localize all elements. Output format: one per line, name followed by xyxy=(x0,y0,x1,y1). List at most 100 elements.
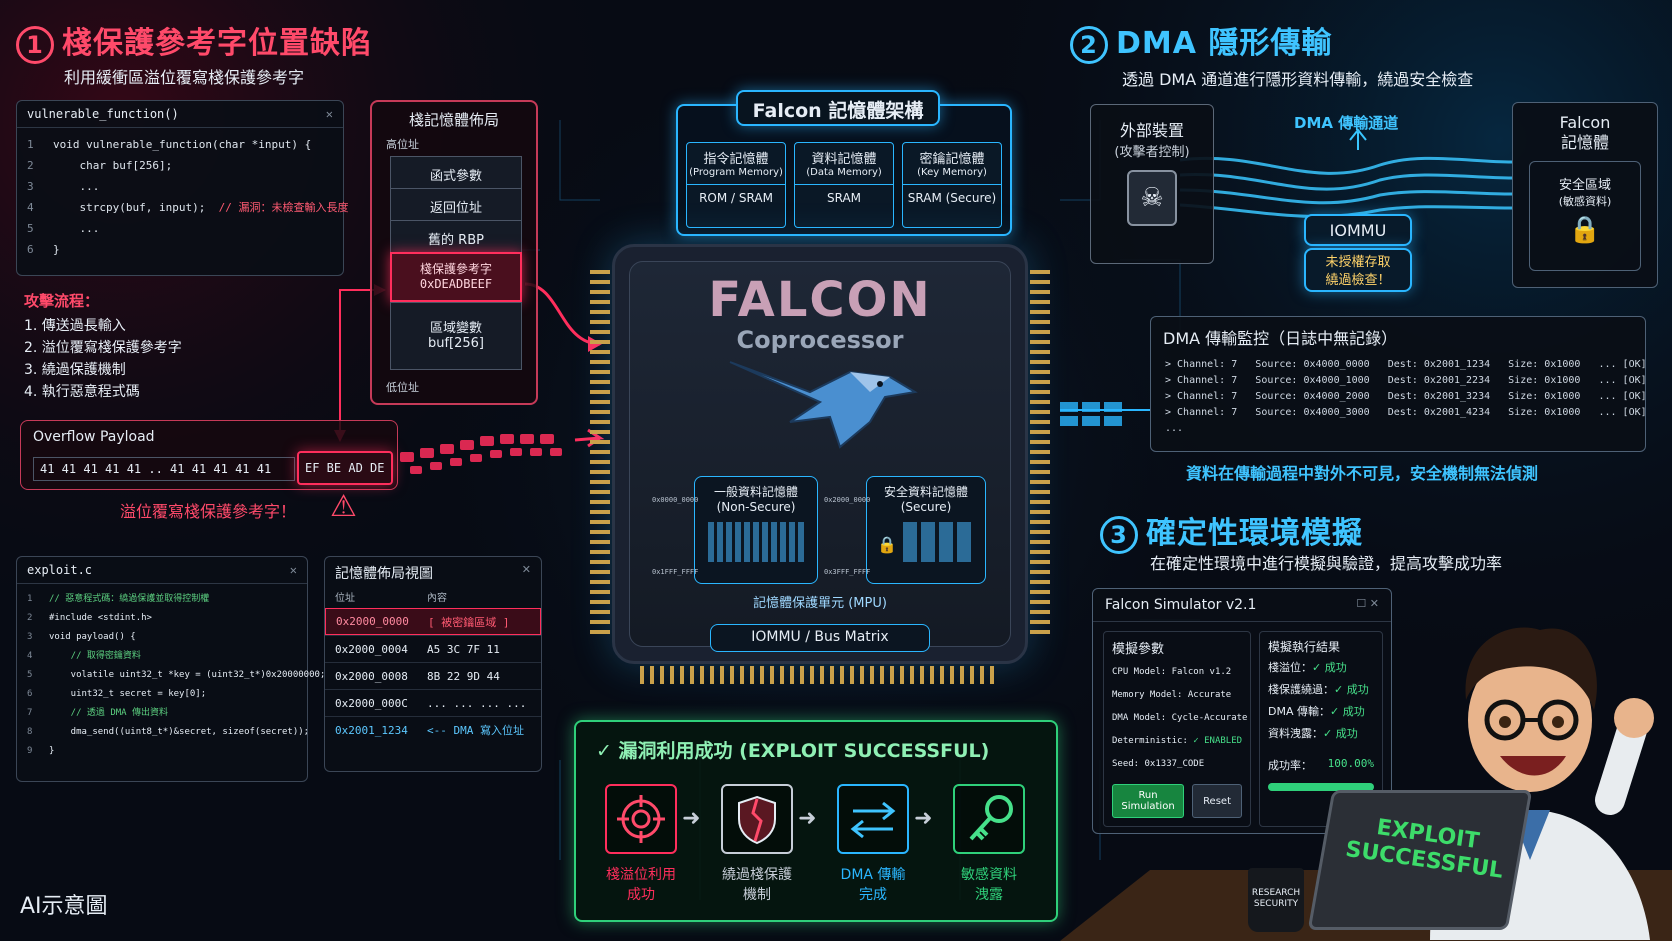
line-number: 4 xyxy=(27,201,34,214)
exploit-line: 5 volatile uint32_t *key = (uint32_t*)0x… xyxy=(27,666,325,685)
param-key: CPU Model: xyxy=(1112,667,1167,677)
dma-log-line: > Channel: 7 Source: 0x4000_3000 Dest: 0… xyxy=(1165,407,1647,418)
reset-button[interactable]: Reset xyxy=(1192,784,1242,818)
external-device-sub: (攻擊者控制) xyxy=(1114,145,1190,160)
code-text: } xyxy=(49,746,55,756)
section2-subtitle: 透過 DMA 通道進行隱形資料傳輸，繞過安全檢查 xyxy=(1122,70,1474,89)
section1-title-text: 棧保護參考字位置缺陷 xyxy=(62,26,372,61)
close-icon[interactable]: ☐ ✕ xyxy=(1356,597,1379,610)
result-key: DMA 傳輸： xyxy=(1268,705,1330,718)
line-number: 3 xyxy=(27,632,33,642)
chip-pins-right xyxy=(1030,270,1050,640)
rate-bar-fill xyxy=(1268,783,1374,791)
result-value: ✓ 成功 xyxy=(1312,661,1347,674)
memory-row: 0x2000_0004 A5 3C 7F 11 xyxy=(325,635,541,662)
param-row: Seed: 0x1337_CODE xyxy=(1112,753,1242,776)
close-icon[interactable]: ✕ xyxy=(289,563,297,577)
param-value: ✓ ENABLED xyxy=(1193,736,1243,746)
memory-type-kind: ROM / SRAM xyxy=(687,184,785,205)
code-text: volatile uint32_t *key = (uint32_t*)0x20… xyxy=(49,670,326,680)
line-number: 6 xyxy=(27,243,34,256)
close-icon[interactable]: ✕ xyxy=(521,563,531,576)
memory-address: 0x2000_0004 xyxy=(335,642,408,656)
iommu-warning: 未授權存取 繞過檢查！ xyxy=(1304,248,1412,292)
memory-view-title: 記憶體佈局視圖 xyxy=(335,566,433,582)
chip-pins-left xyxy=(590,270,610,640)
line-number: 1 xyxy=(27,138,34,151)
arrow-right-icon: ➜ xyxy=(914,806,933,831)
iommu-warn-line2: 繞過檢查！ xyxy=(1325,273,1391,288)
arrow-right-icon: ➜ xyxy=(682,806,701,831)
memory-type-card: 指令記憶體(Program Memory)ROM / SRAM xyxy=(686,142,786,228)
memory-view-window: 記憶體佈局視圖 ✕ 位址 內容 0x2000_0000[ 被密鑰區域 ]0x20… xyxy=(324,556,542,772)
param-value: Accurate xyxy=(1187,690,1232,700)
exploit-step-label1: 棧溢位利用 xyxy=(606,867,676,883)
mug: RESEARCH SECURITY xyxy=(1248,868,1304,932)
chip-name: FALCON xyxy=(708,272,932,328)
warning-icon: ⚠ xyxy=(330,489,357,524)
addr-c: 0x2000_0000 xyxy=(824,496,871,504)
memory-row: 0x2000_0000 [ 被密鑰區域 ] xyxy=(325,608,541,635)
canary-cell: 棧保護參考字 0xDEADBEEF xyxy=(390,252,522,302)
memory-row: 0x2001_1234<-- DMA 寫入位址 xyxy=(325,716,541,743)
exploit-step: 繞過棧保護機制 xyxy=(712,784,802,904)
dma-log-panel: DMA 傳輸監控（日誌中無記錄） > Channel: 7 Source: 0x… xyxy=(1150,316,1647,452)
external-device: 外部裝置 (攻擊者控制) ☠ xyxy=(1090,104,1214,264)
memory-address: 0x2000_000C xyxy=(335,696,408,710)
payload-warning: 溢位覆寫棧保護參考字！ xyxy=(120,502,297,521)
section3-subtitle: 在確定性環境中進行模擬與驗證，提高攻擊成功率 xyxy=(1150,554,1503,573)
section3-number: 3 xyxy=(1100,515,1138,554)
stack-low-label: 低位址 xyxy=(386,381,419,394)
falcon-mem-line2: 記憶體 xyxy=(1560,133,1609,152)
stack-layout-panel: 棧記憶體佈局 高位址 函式參數返回位址舊的 RBP 棧保護參考字 0xDEADB… xyxy=(370,100,538,405)
memory-address: 0x2000_0000 xyxy=(336,615,409,628)
line-number: 5 xyxy=(27,222,34,235)
memory-type-sub: (Key Memory) xyxy=(917,167,987,178)
falcon-arch-title: Falcon 記憶體架構 xyxy=(736,90,940,126)
memory-address: 0x2001_1234 xyxy=(335,723,408,737)
code-line: 6} xyxy=(27,239,333,260)
memory-address: 0x2000_0008 xyxy=(335,669,408,683)
code-text: uint32_t secret = key[0]; xyxy=(49,689,207,699)
external-device-title: 外部裝置 xyxy=(1119,121,1184,140)
memory-value: [ 被密鑰區域 ] xyxy=(428,615,510,629)
code-text: #include <stdint.h> xyxy=(49,613,152,623)
memview-col-content: 內容 xyxy=(427,593,447,604)
canary-label: 棧保護參考字 xyxy=(419,262,492,276)
lock-icon: 🔒 xyxy=(877,535,897,554)
code-line: 3 ... xyxy=(27,176,333,197)
chip-subtitle: Coprocessor xyxy=(736,326,904,354)
target-icon xyxy=(605,784,677,854)
close-icon[interactable]: ✕ xyxy=(325,107,333,121)
result-row: 資料洩露：✓ 成功 xyxy=(1268,723,1374,745)
result-value: ✓ 成功 xyxy=(1334,683,1369,696)
result-row: 棧保護繞過：✓ 成功 xyxy=(1268,679,1374,701)
param-row: DMA Model: Cycle-Accurate xyxy=(1112,707,1247,730)
exploit-success-title: ✓ 漏洞利用成功 (EXPLOIT SUCCESSFUL) xyxy=(596,740,990,762)
result-key: 棧溢位： xyxy=(1268,661,1312,674)
section1-number: 1 xyxy=(16,25,54,64)
code-comment: // 透過 DMA 傳出資料 xyxy=(49,708,169,718)
attack-flow-step: 3. 繞過保護機制 xyxy=(24,362,126,378)
run-simulation-button[interactable]: Run Simulation xyxy=(1112,784,1185,818)
attack-flow-step: 1. 傳送過長輸入 xyxy=(24,318,126,334)
stack-cell: 返回位址 xyxy=(390,188,522,221)
secure-area-title: 安全區域 xyxy=(1558,178,1611,193)
memory-value: A5 3C 7F 11 xyxy=(427,642,500,656)
code-text: ... xyxy=(53,222,100,235)
rate-value: 100.00% xyxy=(1327,757,1374,770)
line-number: 9 xyxy=(27,746,33,756)
dma-channel-label: DMA 傳輸通道 xyxy=(1294,114,1399,132)
payload-title: Overflow Payload xyxy=(33,429,155,445)
exploit-step-label2: 洩露 xyxy=(975,887,1003,903)
params-title: 模擬參數 xyxy=(1112,642,1165,657)
code-comment: // 取得密鑰資料 xyxy=(49,651,141,661)
exploit-step-label1: DMA 傳輸 xyxy=(840,867,906,883)
exploit-line: 6 uint32_t secret = key[0]; xyxy=(27,685,297,704)
stack-cell: 函式參數 xyxy=(390,156,522,189)
